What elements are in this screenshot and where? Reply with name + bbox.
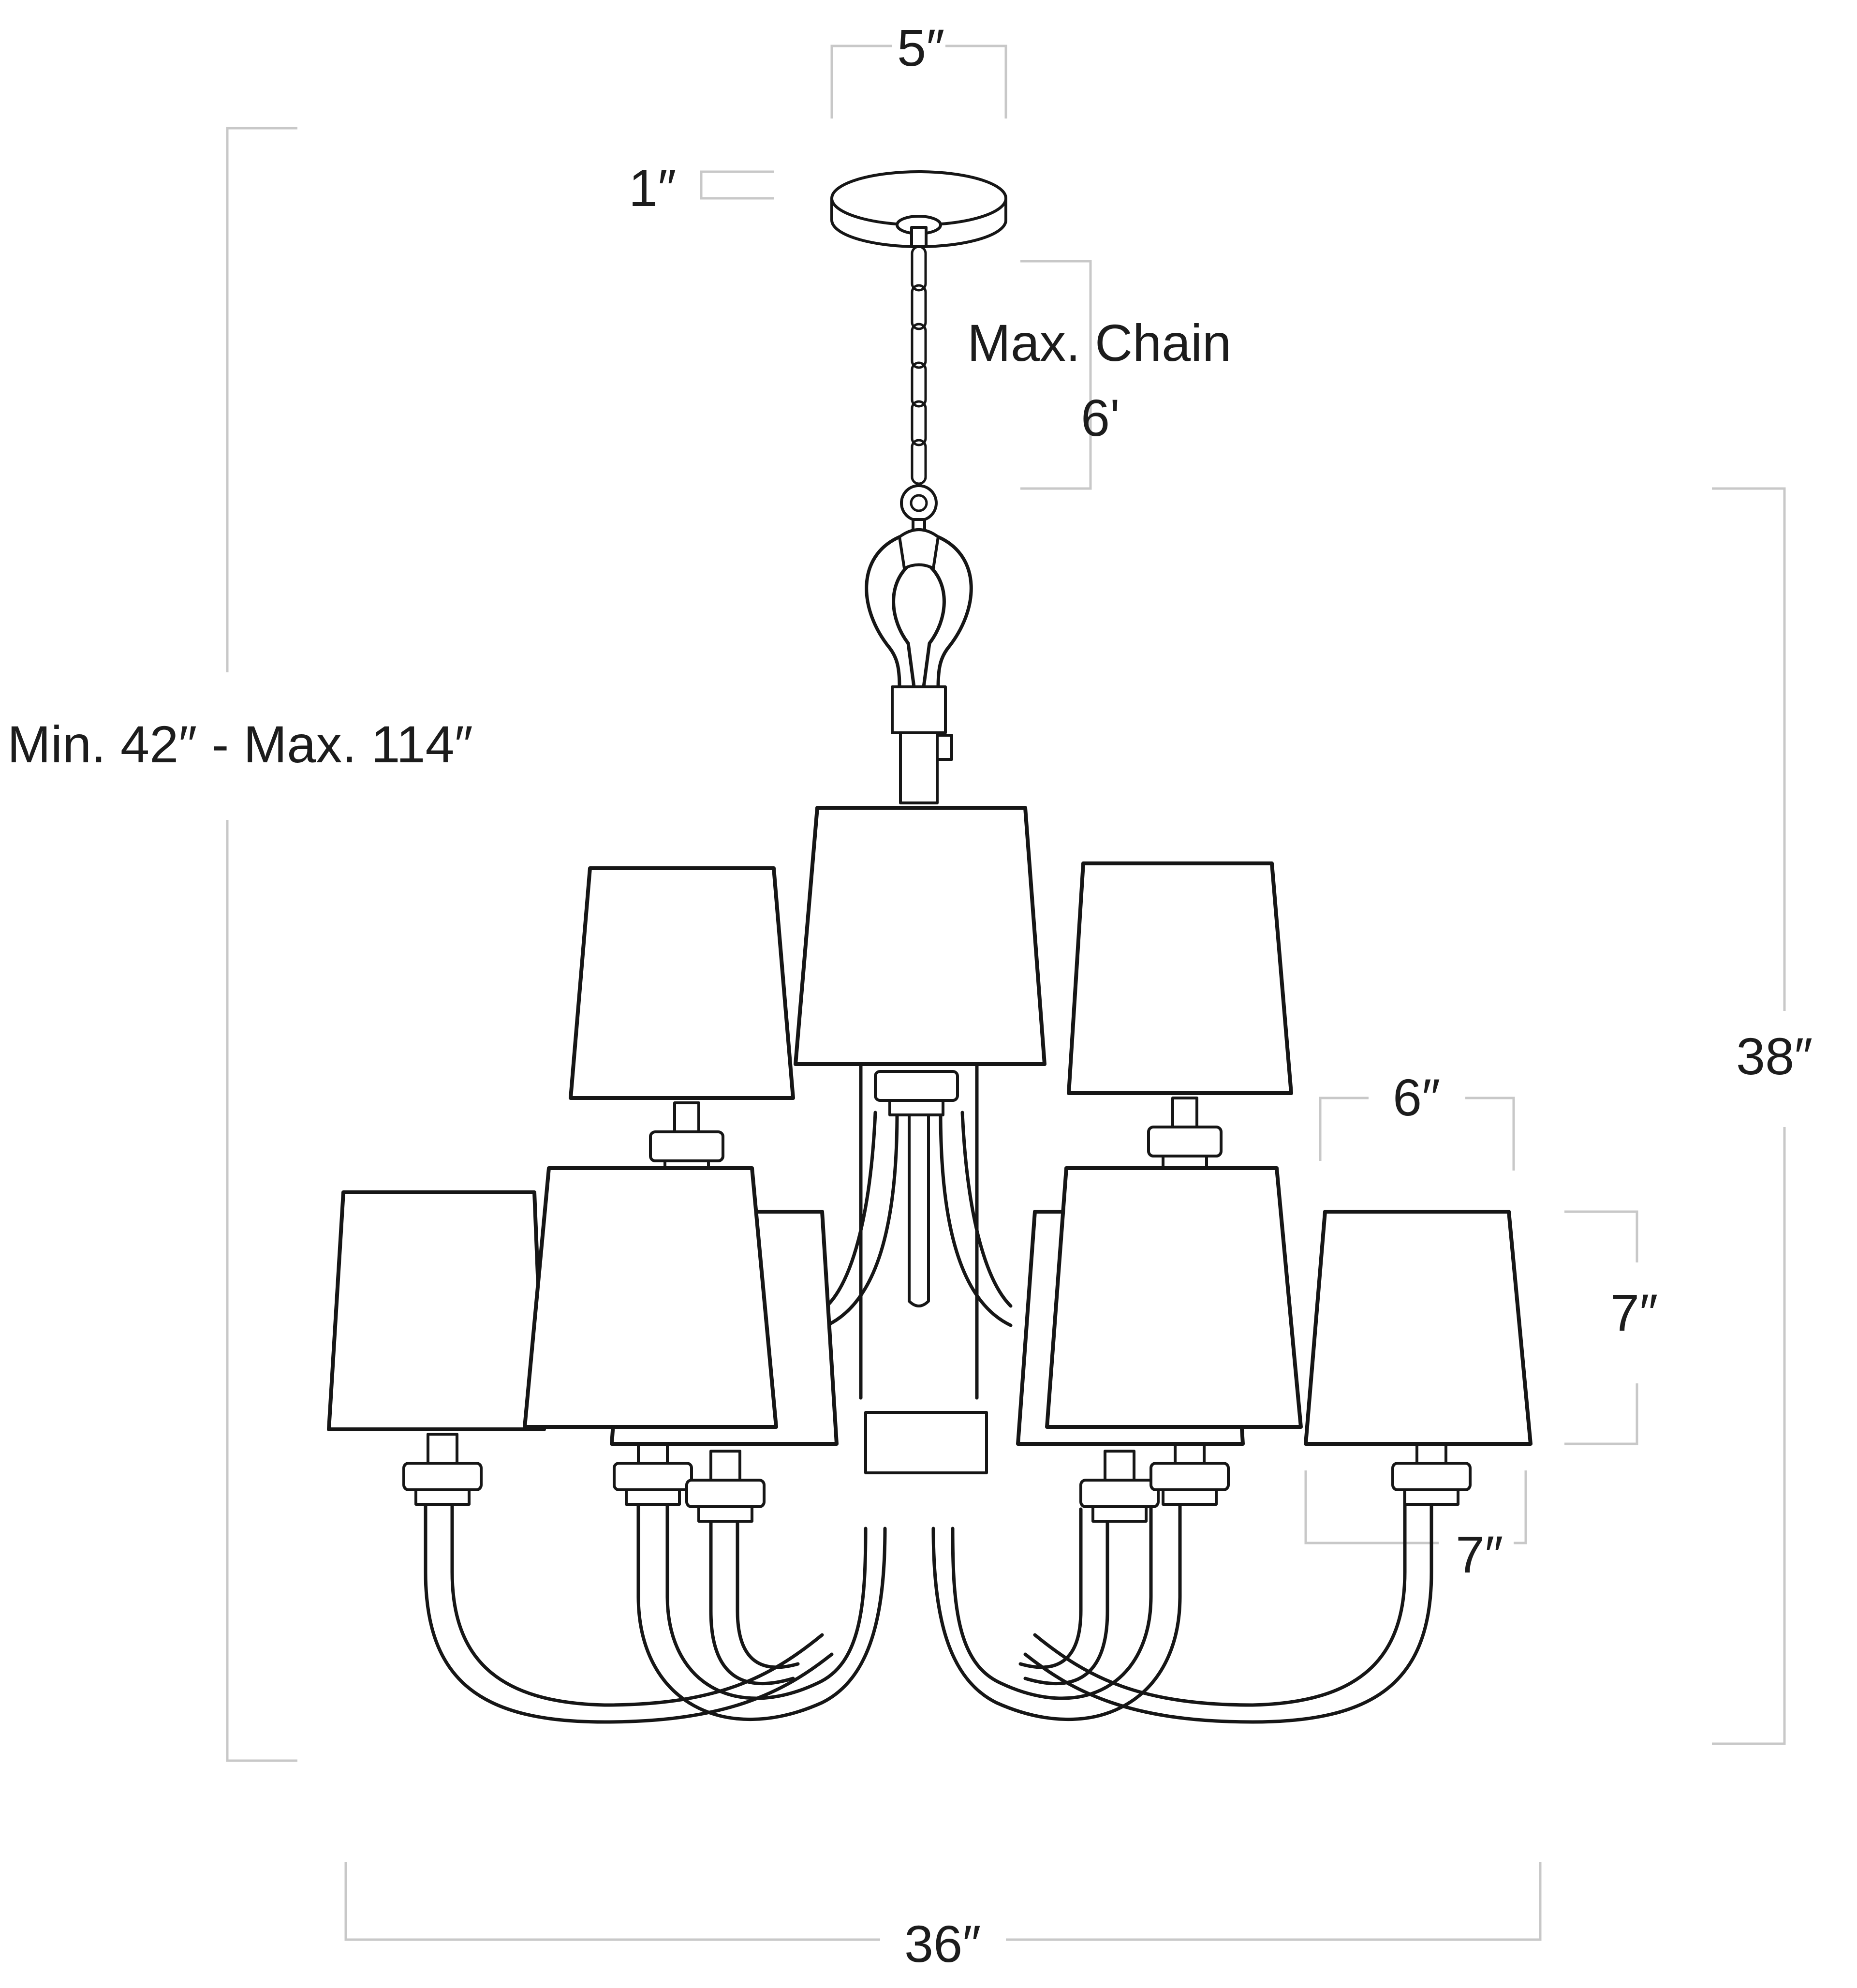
shade-top-bracket [1319, 1097, 1515, 1171]
canopy-height-bracket [700, 170, 774, 200]
shade-upper-center [794, 806, 1046, 1066]
shade-bottom-label: 7″ [1456, 1525, 1503, 1584]
shade-lower-far-right [1304, 1210, 1533, 1446]
arms [424, 1111, 1433, 1724]
central-body [859, 1053, 988, 1474]
shade-bottom-bracket [1304, 1470, 1527, 1544]
shade-height-bracket [1564, 1210, 1638, 1445]
dimension-brackets [226, 45, 1786, 1941]
chain [900, 245, 938, 540]
shade-height-label: 7″ [1610, 1283, 1658, 1342]
shade-lower-right [1045, 1166, 1303, 1429]
canopy-height-label: 1″ [629, 159, 677, 217]
shade-lower-far-left [327, 1190, 546, 1431]
chain-label: Max. Chain [967, 313, 1232, 372]
shade-upper-left [569, 866, 795, 1100]
lower-front-shades [327, 1166, 1533, 1446]
loop-and-stem [865, 528, 973, 804]
canopy [830, 170, 1007, 248]
chain-length-label: 6' [1081, 388, 1120, 447]
overall-width-bracket [344, 1862, 1542, 1941]
overall-width-label: 36″ [904, 1914, 981, 1973]
canopy-width-bracket [830, 45, 1007, 119]
overall-height-bracket [226, 127, 297, 1762]
shade-lower-left [523, 1166, 778, 1429]
overall-height-label: Min. 42″ - Max. 114″ [7, 715, 473, 773]
canopy-width-label: 5″ [897, 18, 945, 77]
shade-top-label: 6″ [1393, 1068, 1441, 1127]
fixture-height-label: 38″ [1736, 1027, 1813, 1085]
shade-upper-right [1067, 861, 1293, 1095]
fixture-height-bracket [1712, 487, 1786, 1745]
upper-cups [649, 1070, 1223, 1177]
chain-bracket [1020, 260, 1092, 490]
upper-shades [569, 806, 1293, 1100]
